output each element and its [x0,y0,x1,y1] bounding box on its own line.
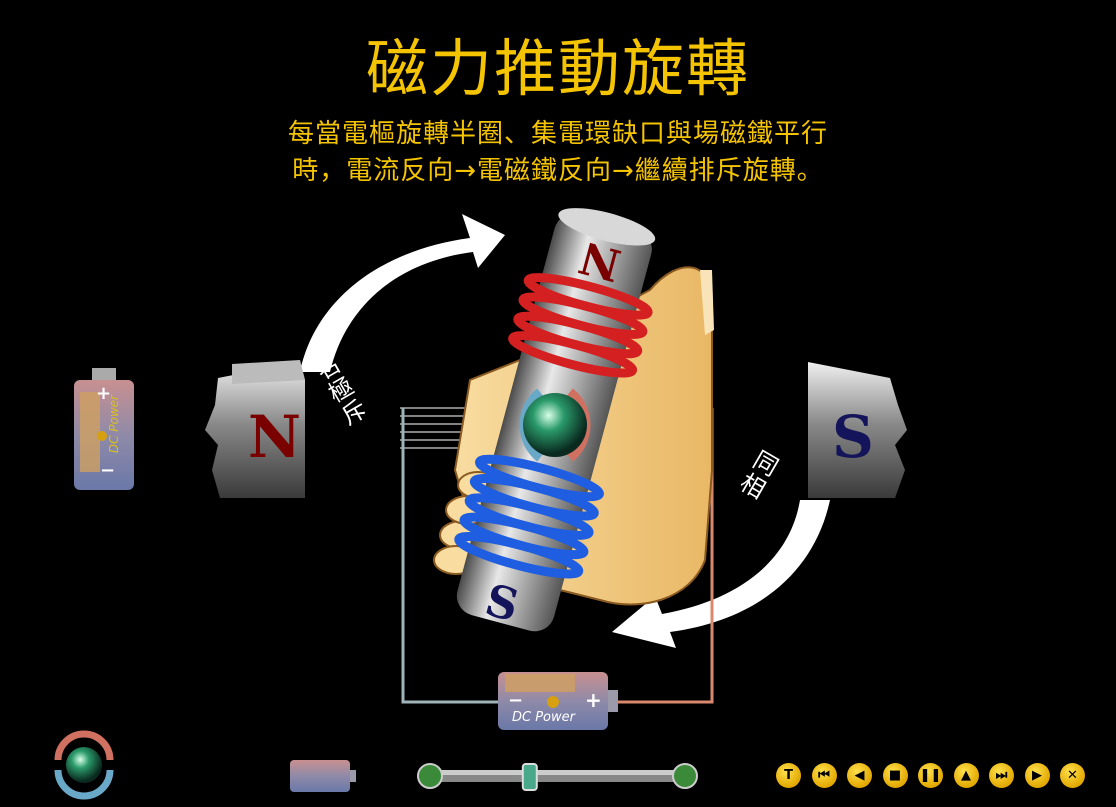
right-magnet [808,362,907,498]
stop-button-icon[interactable]: ■ [882,763,908,788]
battery-label: DC Power [512,710,575,725]
description-line-2: 時，電流反向→電磁鐵反向→繼續排斥旋轉。 [292,156,824,186]
side-battery [74,368,134,490]
wire-left [401,408,498,704]
rotation-arrow-top [300,214,505,372]
up-button-icon[interactable]: ▲ [953,763,979,788]
wire-right [610,408,714,704]
side-battery-minus: − [100,460,116,481]
rotation-arrow-bottom [612,500,830,648]
commutator [519,388,591,462]
pause-button-icon[interactable]: ❚❚ [918,763,943,788]
left-magnet-pole: N [248,403,302,471]
forward-button-icon[interactable]: ⏭ [989,763,1014,788]
logo-icon [54,730,114,800]
left-magnet [205,360,305,498]
right-magnet-pole: S [832,403,874,471]
back-button-icon[interactable]: ◀ [847,763,872,788]
page-title: 磁力推動旋轉 [365,32,750,105]
top-button-icon[interactable]: T [776,763,801,788]
progress-slider[interactable] [417,763,698,791]
coil-bottom [454,454,604,579]
play-button-icon[interactable]: ▶ [1024,763,1050,788]
side-battery-plus: + [96,383,112,404]
mini-battery-icon [290,760,356,792]
description-line-1: 每當電樞旋轉半圈、集電環缺口與場磁鐵平行 [287,119,828,149]
close-button-icon[interactable]: ✕ [1060,763,1085,788]
battery-plus: + [585,688,602,712]
first-button-icon[interactable]: ⏮ [811,763,837,788]
battery-minus: − [508,690,524,711]
battery [498,672,618,730]
side-battery-label: DC Power [107,395,121,454]
coil-top [508,273,653,378]
